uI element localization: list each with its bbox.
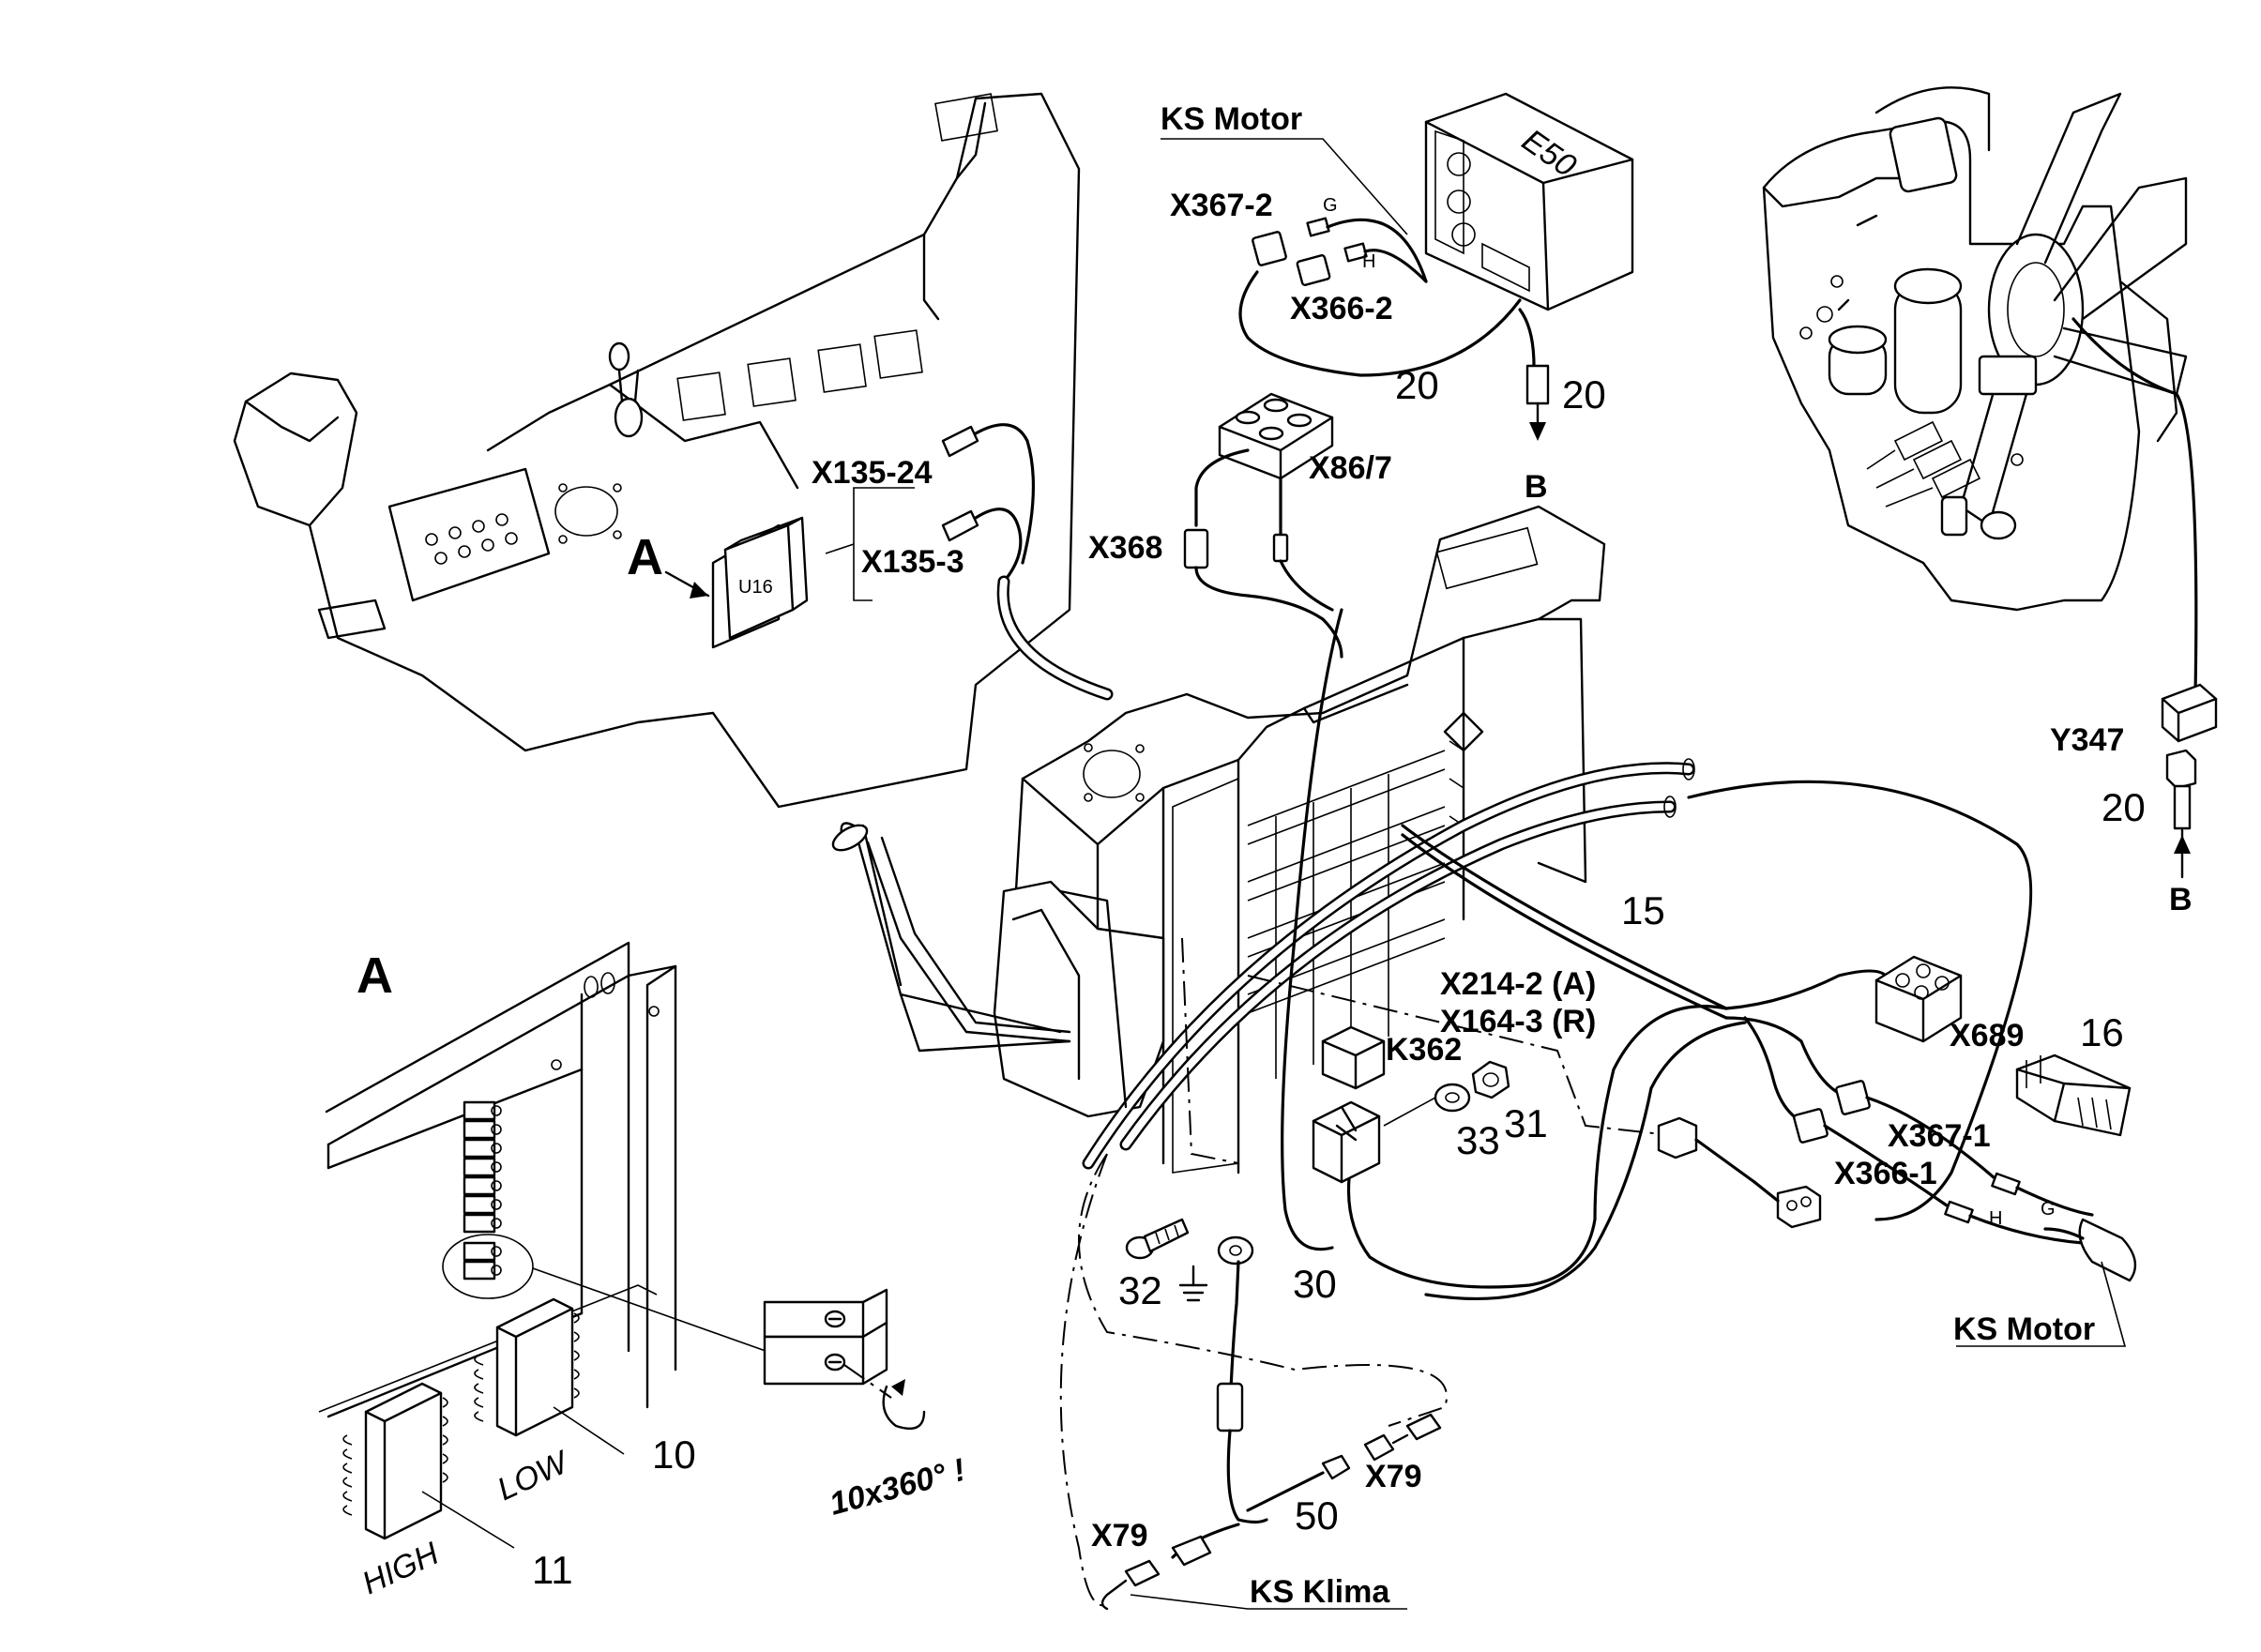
x368-label: X368 [1088,530,1162,566]
arrow-a-label: A [627,529,663,585]
b-right-label: B [2169,882,2193,917]
num-30: 30 [1293,1262,1337,1306]
engine-drawing [1762,86,2188,612]
num-15: 15 [1621,888,1665,932]
h-right-label: H [1989,1208,2002,1229]
num-50: 50 [1295,1493,1339,1538]
y347-sensor: Y347 20 B [2050,317,2218,917]
num-16: 16 [2080,1010,2124,1054]
k362-label: K362 [1386,1032,1462,1068]
x367-2-connector: X367-2 G [1170,188,1428,283]
harness-50: X79 50 X79 [1091,1382,1442,1611]
num-31: 31 [1504,1101,1548,1145]
num-11: 11 [532,1548,573,1592]
inline-connector-fusebox [1657,1116,1822,1229]
screw-32: 32 [1118,1218,1190,1312]
num-32: 32 [1118,1268,1162,1312]
dash-path-klima [1059,1153,1448,1607]
ks-klima-callout: KS Klima [1130,1574,1407,1610]
high-label: HIGH [357,1536,445,1602]
ks-klima-label: KS Klima [1250,1574,1390,1610]
engine-pipes [1866,420,1981,508]
num-20-b: 20 [1562,372,1606,417]
terminal-zoom: 10x360° ! [763,1288,969,1523]
g-right-label: G [2041,1199,2056,1220]
num-20-c: 20 [2102,785,2146,829]
dash-path-left [1181,937,1239,1164]
num-10: 10 [652,1432,696,1477]
x689-label: X689 [1950,1018,2024,1053]
rotation-label: 10x360° ! [826,1452,969,1523]
nut-31: 31 [1471,1060,1548,1145]
x366-1-label: X366-1 [1834,1156,1937,1191]
cable-15: 15 [1401,824,1728,1020]
wire-to-x368 [1281,608,1343,1251]
x135-24-label: X135-24 [812,455,933,491]
k362-relay: K362 [1312,1025,1462,1184]
num-33: 33 [1456,1118,1500,1162]
ks-motor-right-callout: KS Motor [1953,1218,2137,1347]
grille-holes [425,513,518,565]
x86-7-label: X86/7 [1309,450,1392,486]
control-lever [866,836,1128,1109]
part-16-connector: 16 [2015,1010,2132,1137]
x135-connectors: X135-24 X135-3 [812,423,1036,601]
b-top-label: B [1525,469,1548,505]
u16-module: U16 [723,516,809,640]
x367-2-label: X367-2 [1170,188,1273,223]
x86-7-block: X86/7 [1194,392,1392,537]
ks-motor-right-label: KS Motor [1953,1311,2095,1347]
y347-label: Y347 [2050,722,2124,758]
x368-connector: X368 [1088,528,1343,659]
ground-strap-30: 30 [1217,1235,1337,1390]
wire-x367-1 [1865,1096,1995,1179]
cab-console-drawing [233,92,1081,809]
wire-x366-1 [1823,1124,1949,1207]
arrow-a: A [627,529,710,599]
g-top-label: G [1323,195,1338,216]
detail-a-label: A [357,947,393,1004]
washer-33: 33 [1434,1083,1500,1162]
x366-2-label: X366-2 [1290,291,1393,326]
x79-a-label: X79 [1365,1459,1422,1494]
h-top-label: H [1362,251,1375,272]
num-20-a: 20 [1395,363,1439,407]
u16-label: U16 [738,577,773,598]
terminal-stack [463,1100,502,1281]
detail-a: A [318,941,969,1602]
ks-motor-top-label: KS Motor [1161,101,1302,137]
x366-2-connector: H X366-2 [1290,242,1428,326]
low-label: LOW [492,1444,575,1508]
harness-tubes [1082,758,1695,1170]
dash-path-fusebox [1247,975,1671,1136]
sensor-20-b: 20 B [1518,308,1606,505]
x214-2-label: X214-2 (A) [1440,966,1596,1002]
x79-b-label: X79 [1091,1518,1148,1553]
wire-20-loop [1238,270,1522,377]
x164-3-label: X164-3 (R) [1440,1004,1596,1039]
low-relay: LOW 10 [474,1297,696,1508]
x689-connector: X689 [1874,955,2024,1053]
leader-relay-to-washer [1383,1097,1436,1127]
wire-ks-motor-right [1687,780,2033,1221]
x135-3-label: X135-3 [861,544,964,580]
ground-symbol [1178,1265,1208,1302]
e50-box: E50 [1424,92,1634,311]
ks-motor-top-callout: KS Motor [1161,101,1408,235]
